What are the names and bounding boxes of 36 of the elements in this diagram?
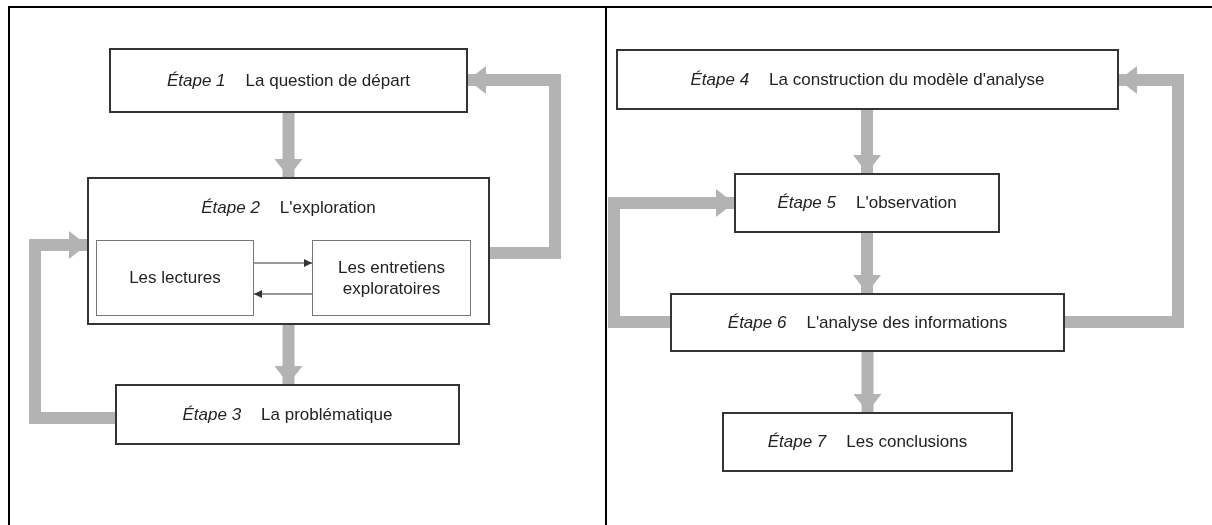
arrow	[853, 233, 881, 293]
step-box	[109, 48, 468, 113]
step-number: Étape 4	[690, 68, 750, 91]
arrow	[253, 259, 313, 267]
step-box	[616, 49, 1119, 110]
activity-label: Les entretiens exploratoires	[337, 256, 446, 300]
step-box	[670, 293, 1065, 352]
step-title: La question de départ	[245, 69, 411, 92]
arrow	[274, 325, 303, 384]
activity-label: Les lectures	[129, 267, 221, 289]
step-title: L'analyse des informations	[806, 311, 1008, 334]
step-number: Étape 6	[727, 311, 787, 334]
step-number: Étape 3	[182, 403, 242, 426]
arrow	[253, 290, 313, 298]
arrow	[853, 110, 881, 173]
step-title: La problématique	[261, 403, 393, 426]
arrow	[274, 113, 303, 177]
step-number: Étape 7	[767, 431, 827, 454]
step-title: La construction du modèle d'analyse	[769, 68, 1045, 91]
step-box	[734, 173, 1000, 233]
step-box	[115, 384, 460, 445]
activity-box	[96, 240, 254, 316]
step-number: Étape 5	[777, 192, 836, 215]
activity-box	[312, 240, 471, 316]
arrow	[1065, 66, 1184, 328]
step-title: Les conclusions	[846, 431, 968, 454]
arrow	[853, 352, 882, 412]
arrow	[608, 189, 734, 328]
step-box	[722, 412, 1013, 472]
step-title: L'observation	[856, 192, 957, 215]
step-number: Étape 1	[166, 69, 226, 92]
step-group-box	[87, 177, 490, 325]
arrow	[29, 231, 115, 424]
step-number: Étape 2	[201, 197, 260, 219]
step-title: L'exploration	[279, 197, 376, 219]
arrow	[468, 66, 561, 259]
